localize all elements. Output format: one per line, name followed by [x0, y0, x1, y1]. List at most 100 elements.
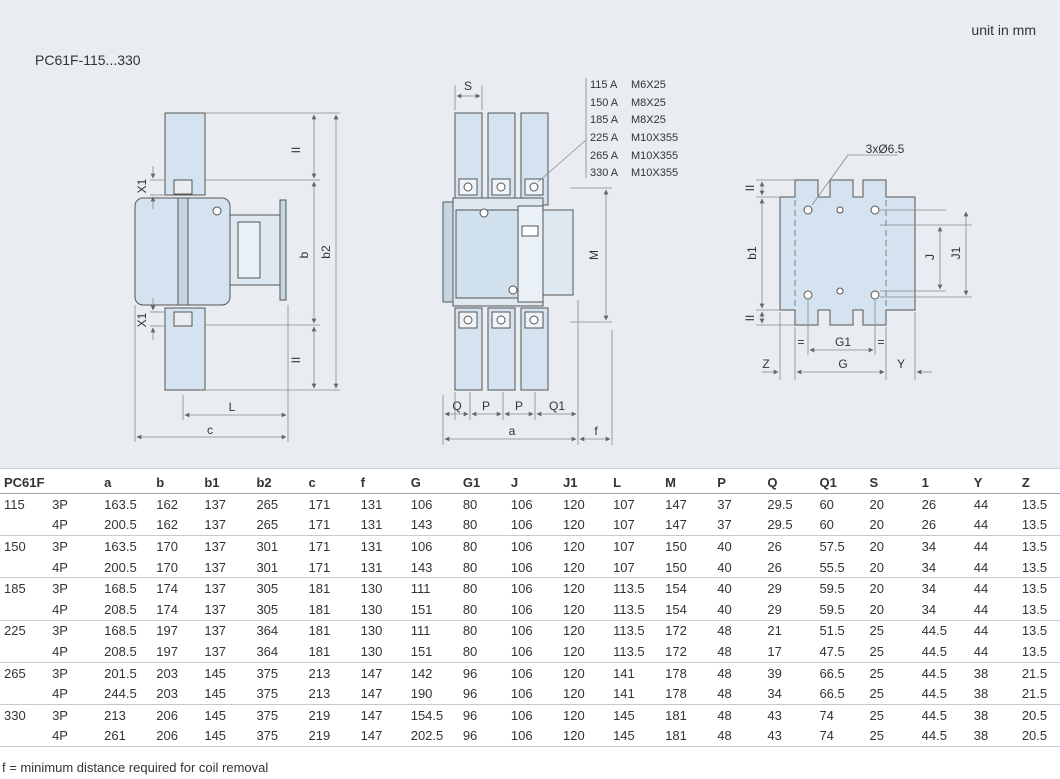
- table-cell: 190: [406, 683, 459, 705]
- table-cell: 120: [558, 598, 610, 621]
- column-header: P: [713, 472, 764, 494]
- table-cell: 4P: [48, 683, 101, 705]
- table-cell: 38: [973, 707, 989, 723]
- table-cell: 29: [767, 581, 782, 597]
- table-cell: 154.5: [410, 707, 444, 723]
- table-cell: 174: [156, 581, 178, 597]
- table-cell: 37: [717, 496, 732, 512]
- mount-b1-label: b1: [745, 246, 759, 260]
- bolt-amp-5: 265 A: [590, 150, 619, 162]
- mount-G-label: G: [838, 357, 847, 371]
- table-cell: 375: [252, 725, 305, 748]
- table-cell: 203: [156, 665, 178, 681]
- table-cell: 130: [360, 581, 383, 597]
- table-cell: 145: [613, 707, 635, 723]
- table-cell: 80: [462, 581, 478, 597]
- table-cell: 34: [921, 538, 937, 554]
- table-cell: 44: [973, 581, 989, 597]
- mount-view: [779, 179, 916, 326]
- table-cell: 106: [410, 538, 433, 554]
- side-x1-top-label: X1: [135, 178, 149, 193]
- table-cell: 106: [506, 514, 559, 537]
- table-cell: 106: [506, 598, 559, 621]
- column-header: J1: [558, 472, 610, 494]
- table-cell: 305: [256, 581, 279, 597]
- table-cell: 25: [869, 707, 885, 723]
- model-cell: 330: [4, 707, 26, 723]
- front-a-label: a: [509, 424, 516, 438]
- table-cell: 171: [308, 496, 331, 512]
- table-cell: 44: [973, 496, 989, 512]
- table-cell: 48: [717, 707, 732, 723]
- column-header: c: [304, 472, 357, 494]
- table-cell: 213: [304, 683, 357, 705]
- mount-ll-bottom-label: II: [743, 315, 757, 322]
- table-cell: 106: [506, 641, 559, 663]
- drawing-panel: unit in mm PC61F-115...330: [0, 0, 1060, 469]
- table-cell: 3P: [52, 665, 68, 681]
- table-cell: 208.5: [100, 598, 153, 621]
- table-cell: 38: [969, 725, 1018, 748]
- table-cell: 20: [865, 598, 918, 621]
- table-cell: 163.5: [104, 496, 137, 512]
- table-cell: 208.5: [100, 641, 153, 663]
- table-cell: 80: [462, 496, 478, 512]
- table-cell: 47.5: [815, 641, 866, 663]
- table-cell: 150: [665, 538, 687, 554]
- mount-plate: [779, 179, 916, 326]
- table-cell: 111: [410, 623, 431, 639]
- column-header: b2: [252, 472, 305, 494]
- table-cell: 206: [156, 707, 178, 723]
- table-cell: 106: [510, 707, 533, 723]
- bolt-size-1: M6X25: [631, 79, 666, 91]
- table-cell: 20: [869, 496, 885, 512]
- table-cell: 20.5: [1021, 707, 1048, 723]
- footnote: f = minimum distance required for coil r…: [2, 760, 269, 775]
- table-cell: 364: [256, 623, 279, 639]
- table-cell: 131: [356, 556, 407, 579]
- table-cell: 80: [462, 538, 478, 554]
- table-cell: 142: [410, 665, 433, 681]
- table-cell: 154: [665, 581, 687, 597]
- table-cell: 131: [360, 496, 383, 512]
- table-cell: 39: [767, 665, 782, 681]
- table-cell: 59.5: [815, 598, 866, 621]
- model-cell: [0, 725, 49, 748]
- table-cell: 34: [917, 598, 970, 621]
- table-cell: 120: [562, 538, 585, 554]
- bolt-size-3: M8X25: [631, 114, 666, 126]
- table-cell: 145: [204, 665, 227, 681]
- table-cell: 3P: [52, 581, 68, 597]
- side-ll-bottom-label: II: [289, 357, 303, 364]
- table-cell: 96: [458, 683, 507, 705]
- table-cell: 137: [200, 598, 253, 621]
- bolt-amp-3: 185 A: [590, 114, 619, 126]
- table-cell: 206: [152, 725, 201, 748]
- table-cell: 137: [204, 581, 227, 597]
- table-cell: 20.5: [1017, 725, 1060, 748]
- table-cell: 120: [562, 623, 585, 639]
- table-cell: 147: [661, 514, 714, 537]
- table-cell: 20: [865, 514, 918, 537]
- table-cell: 143: [406, 556, 459, 579]
- column-header: G1: [458, 472, 507, 494]
- table-cell: 375: [256, 665, 279, 681]
- table-cell: 21.5: [1021, 665, 1048, 681]
- table-cell: 48: [713, 725, 764, 748]
- column-header: Q1: [815, 472, 866, 494]
- table-cell: 107: [609, 514, 662, 537]
- model-cell: 115: [4, 496, 25, 512]
- side-view: [134, 112, 287, 391]
- table-cell: 213: [308, 665, 331, 681]
- table-cell: 170: [152, 556, 201, 579]
- table-cell: 120: [562, 581, 585, 597]
- mount-G1-label: G1: [835, 335, 851, 349]
- table-cell: 21.5: [1017, 683, 1060, 705]
- table-cell: 171: [304, 556, 357, 579]
- mount-eq-right-label: =: [877, 335, 884, 349]
- table-cell: 265: [256, 496, 279, 512]
